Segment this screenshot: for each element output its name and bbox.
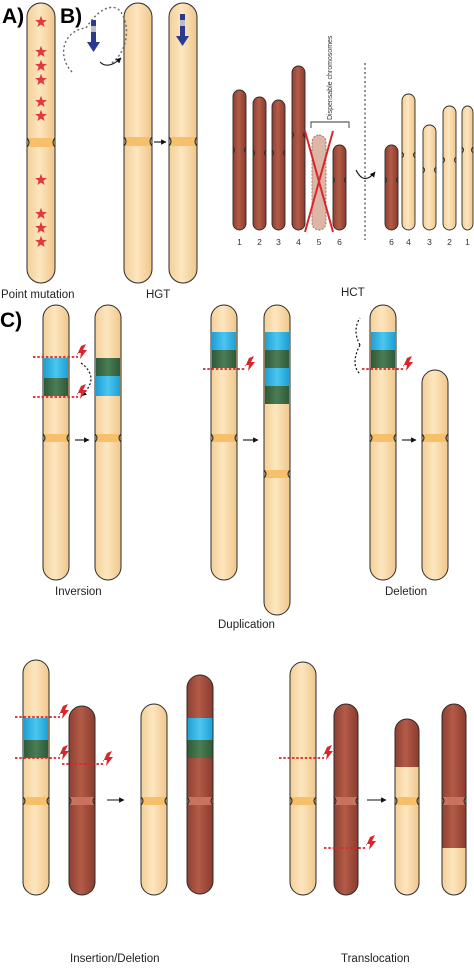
duplication-after-chromosome <box>263 304 291 616</box>
hct-donor-number: 1 <box>237 237 242 247</box>
hct-donor-number: 2 <box>257 237 262 247</box>
deletion-after-chromosome <box>421 369 449 581</box>
star-icon <box>35 95 47 108</box>
hct-donor-chromosome <box>252 96 267 231</box>
breakpoint-marker <box>33 384 87 399</box>
hct-donor-number: 5 <box>317 237 322 247</box>
lightning-bolt-icon <box>323 745 333 760</box>
point-mutation-chromosome <box>26 2 56 284</box>
lightning-bolt-icon <box>77 384 87 399</box>
breakpoint-markers <box>15 344 413 850</box>
breakpoint-marker <box>15 704 69 719</box>
hgt-integrated-dna-arrow-icon <box>176 14 189 46</box>
star-icon <box>35 59 47 72</box>
caption-hct: HCT <box>341 287 365 299</box>
hct-recipient-number: 2 <box>447 237 452 247</box>
lightning-bolt-icon <box>103 751 113 766</box>
star-icon <box>35 235 47 248</box>
lightning-bolt-icon <box>366 835 376 850</box>
caption-translocation: Translocation <box>341 953 410 965</box>
mutation-star-icons <box>35 15 47 248</box>
lightning-bolt-icon <box>77 344 87 359</box>
panel-b-label: B) <box>60 5 82 28</box>
translocation-chromosome-a <box>289 661 317 896</box>
hct-donor-chromosome <box>232 89 247 231</box>
breakpoint-marker <box>203 356 255 371</box>
star-icon <box>35 173 47 186</box>
hct-donor-number: 3 <box>276 237 281 247</box>
hct-recipient-chromosome <box>461 105 474 231</box>
dispensable-chromosomes-label: Dispensable chromosomes <box>327 35 334 120</box>
hgt-donor-dna-arrow-icon <box>87 20 100 52</box>
hct-recipient-number: 4 <box>406 237 411 247</box>
duplication-before-chromosome <box>210 304 238 581</box>
hct-lost-chromosome-5 <box>304 130 334 233</box>
caption-insertion-deletion: Insertion/Deletion <box>70 953 160 965</box>
caption-point-mutation: Point mutation <box>1 289 75 301</box>
panel-c-label: C) <box>0 309 22 332</box>
caption-duplication: Duplication <box>218 619 275 631</box>
breakpoint-marker <box>362 356 413 371</box>
hgt-result-chromosome <box>168 2 198 284</box>
caption-hgt: HGT <box>146 289 170 301</box>
hgt-transfer-dotted-arc <box>62 6 128 73</box>
hct-donor-number: 6 <box>337 237 342 247</box>
star-icon <box>35 207 47 220</box>
hct-donor-chromosomes <box>232 65 347 231</box>
inversion-before-chromosome <box>42 304 70 581</box>
star-icon <box>35 73 47 86</box>
hct-recipient-chromosome <box>442 105 457 231</box>
insdel-result-chromosome-b <box>186 674 214 895</box>
star-icon <box>35 109 47 122</box>
breakpoint-marker <box>279 745 333 760</box>
translocation-chromosome-b <box>333 703 359 896</box>
lightning-bolt-icon <box>59 704 69 719</box>
dispensable-chromosomes-bracket: Dispensable chromosomes <box>310 35 350 128</box>
translocation-result-chromosome-b <box>441 703 467 896</box>
hct-transfer-arrow-icon <box>355 169 376 180</box>
hct-recipient-number: 6 <box>389 237 394 247</box>
breakpoint-marker <box>33 344 87 359</box>
hct-donor-chromosome <box>291 65 306 231</box>
caption-deletion: Deletion <box>385 586 427 598</box>
breakpoint-marker <box>324 835 376 850</box>
star-icon <box>35 221 47 234</box>
panel-a-label: A) <box>2 5 24 28</box>
hct-chromosome-numbers: 1 2 3 4 5 6 6 4 3 2 1 <box>237 237 470 247</box>
hct-recipient-chromosomes <box>384 93 474 231</box>
hgt-insert-arrow-icon <box>99 57 122 66</box>
hct-recipient-number: 3 <box>427 237 432 247</box>
hgt-recipient-chromosome <box>123 2 153 284</box>
insdel-result-chromosome-a <box>140 703 168 896</box>
hct-recipient-number: 1 <box>465 237 470 247</box>
hct-recipient-chromosome <box>401 93 416 231</box>
hct-recipient-chromosome <box>384 144 399 231</box>
insdel-donor-chromosome <box>68 705 96 896</box>
breakpoint-marker <box>15 745 69 760</box>
star-icon <box>35 45 47 58</box>
breakpoint-marker <box>62 751 113 766</box>
hct-donor-chromosome <box>271 99 286 231</box>
inversion-after-chromosome <box>94 304 122 581</box>
deletion-removed-dotted-arc <box>354 317 361 375</box>
translocation-result-chromosome-a <box>394 718 420 896</box>
lightning-bolt-icon <box>59 745 69 760</box>
star-icon <box>35 15 47 28</box>
lightning-bolt-icon <box>245 356 255 371</box>
hct-donor-number: 4 <box>296 237 301 247</box>
insdel-recipient-chromosome <box>22 659 50 896</box>
hct-recipient-chromosome <box>422 124 437 231</box>
lightning-bolt-icon <box>403 356 413 371</box>
caption-inversion: Inversion <box>55 586 102 598</box>
hct-donor-chromosome <box>332 144 347 231</box>
deletion-before-chromosome <box>369 304 397 581</box>
